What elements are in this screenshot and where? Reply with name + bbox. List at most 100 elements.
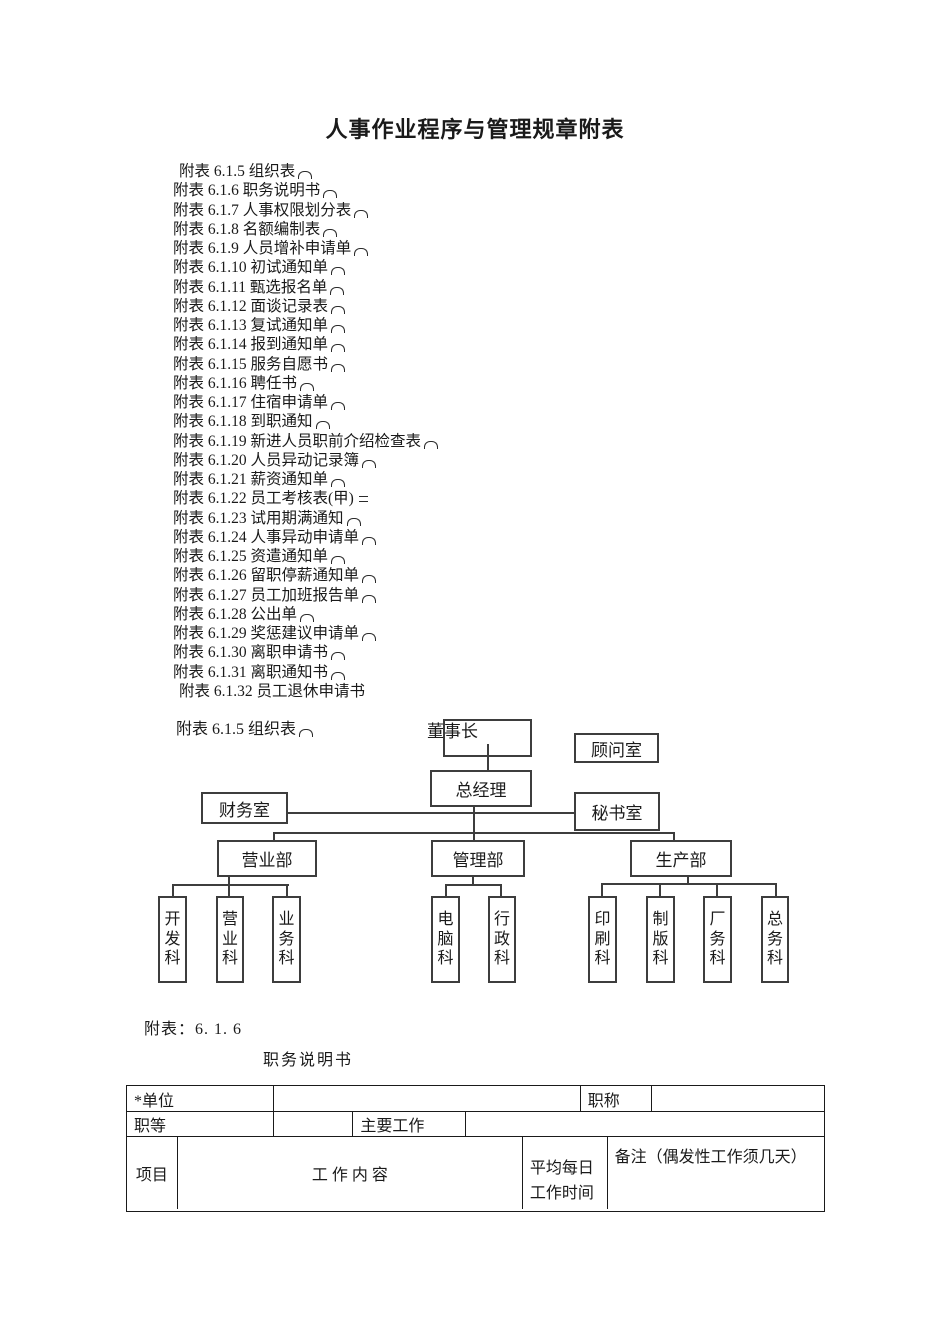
list-item: 附表 6.1.14 报到通知单 (173, 335, 438, 354)
paragraph-mark-icon (362, 536, 377, 545)
paragraph-mark-icon (362, 575, 377, 584)
paragraph-mark-icon (331, 402, 346, 410)
org-box-admin-section: 行政科 (488, 896, 516, 983)
connector-line (286, 884, 288, 896)
list-item: 附表 6.1.11 甄选报名单 (173, 278, 438, 297)
section-mark-icon (358, 496, 368, 503)
paragraph-mark-icon (362, 594, 377, 603)
list-item: 附表 6.1.29 奖惩建议申请单 (173, 624, 438, 643)
connector-line (445, 884, 502, 886)
connector-line (172, 884, 174, 896)
connector-line (288, 812, 574, 814)
org-box-general-affairs-section: 总务科 (761, 896, 789, 983)
cell-remark-header: 备注（偶发性工作须几天） (614, 1149, 807, 1166)
org-box-development-section: 开发科 (158, 896, 187, 983)
connector-line (659, 883, 661, 896)
appendix-list: 附表 6.1.5 组织表 附表 6.1.6 职务说明书 附表 6.1.7 人事权… (173, 162, 439, 701)
table-row: *单位 职称 (127, 1086, 824, 1112)
list-item: 附表 6.1.17 住宿申请单 (173, 393, 438, 412)
paragraph-mark-icon (331, 652, 346, 661)
list-item: 附表 6.1.30 离职申请书 (173, 643, 438, 662)
org-box-factory-section: 厂务科 (703, 896, 732, 983)
list-item: 附表 6.1.25 资遣通知单 (173, 547, 438, 566)
connector-line (473, 806, 475, 840)
connector-line (601, 883, 603, 896)
list-item: 附表 6.1.16 聘任书 (173, 374, 438, 393)
list-item: 附表 6.1.5 组织表 (173, 162, 438, 181)
paragraph-mark-icon (323, 228, 338, 237)
list-item: 附表 6.1.8 名额编制表 (173, 220, 438, 239)
connector-line (172, 884, 289, 886)
cell-job-title-value (652, 1086, 825, 1111)
org-box-secretary: 秘书室 (574, 792, 660, 831)
paragraph-mark-icon (362, 459, 377, 468)
list-item: 附表 6.1.21 薪资通知单 (173, 470, 438, 489)
connector-line (487, 744, 489, 771)
list-item: 附表 6.1.27 员工加班报告单 (173, 586, 438, 605)
list-item: 附表 6.1.18 到职通知 (173, 412, 438, 431)
paragraph-mark-icon (300, 613, 315, 622)
connector-line (673, 832, 675, 840)
list-item: 附表 6.1.26 留职停薪通知单 (173, 566, 438, 585)
list-item: 附表 6.1.24 人事异动申请单 (173, 528, 438, 547)
connector-line (273, 832, 675, 834)
list-item: 附表 6.1.23 试用期满通知 (173, 509, 438, 528)
org-box-finance: 财务室 (201, 792, 288, 824)
paragraph-mark-icon (315, 421, 330, 430)
org-box-advisory: 顾问室 (574, 733, 659, 763)
list-item: 附表 6.1.22 员工考核表(甲) (173, 489, 438, 508)
connector-line (472, 877, 474, 886)
list-item: 附表 6.1.10 初试通知单 (173, 258, 438, 277)
org-box-printing-section: 印刷科 (588, 896, 617, 983)
connector-line (716, 883, 718, 896)
paragraph-mark-icon (331, 363, 346, 372)
list-item: 附表 6.1.6 职务说明书 (173, 181, 438, 200)
connector-line (273, 832, 275, 840)
cell-grade-value (274, 1112, 354, 1136)
paragraph-mark-icon (299, 729, 314, 737)
connector-line (500, 884, 502, 896)
cell-work-content-header: 工 作 内 容 (178, 1137, 523, 1209)
org-box-management-dept: 管理部 (431, 840, 525, 877)
connector-line (601, 883, 777, 885)
list-item: 附表 6.1.28 公出单 (173, 605, 438, 624)
connector-line (228, 877, 230, 896)
list-item: 附表 6.1.31 离职通知书 (173, 663, 438, 682)
paragraph-mark-icon (354, 209, 369, 218)
list-item: 附表 6.1.12 面谈记录表 (173, 297, 438, 316)
cell-grade-label: 职等 (127, 1112, 274, 1136)
connector-line (775, 883, 777, 896)
org-node-chairman-label: 董事长 (427, 722, 478, 741)
list-item: 附表 6.1.9 人员增补申请单 (173, 239, 438, 258)
paragraph-mark-icon (331, 479, 346, 487)
paragraph-mark-icon (323, 190, 338, 199)
list-item: 附表 6.1.15 服务自愿书 (173, 355, 438, 374)
org-box-sales-dept: 营业部 (217, 840, 317, 877)
paragraph-mark-icon (331, 325, 346, 333)
connector-line (687, 877, 689, 885)
list-item: 附表 6.1.20 人员异动记录簿 (173, 451, 438, 470)
cell-main-work-label: 主要工作 (353, 1112, 467, 1136)
list-item: 附表 6.1.13 复试通知单 (173, 316, 438, 335)
table-row: 项目 工 作 内 容 平均每日 工作时间 备注（偶发性工作须几天） (127, 1137, 824, 1209)
org-box-general-manager: 总经理 (430, 770, 532, 807)
paragraph-mark-icon (300, 382, 315, 391)
org-chart-label: 附表 6.1.5 组织表 (176, 715, 314, 739)
paragraph-mark-icon (331, 305, 346, 314)
paragraph-mark-icon (331, 344, 346, 353)
cell-unit-value (274, 1086, 581, 1111)
list-item: 附表 6.1.7 人事权限划分表 (173, 201, 438, 220)
connector-line (445, 884, 447, 896)
cell-job-title-label: 职称 (581, 1086, 652, 1111)
paragraph-mark-icon (331, 267, 346, 276)
org-box-sales-section: 营业科 (216, 896, 244, 983)
paragraph-mark-icon (298, 171, 313, 179)
page-title: 人事作业程序与管理规章附表 (325, 117, 625, 142)
paragraph-mark-icon (331, 671, 346, 680)
paragraph-mark-icon (330, 286, 345, 295)
org-box-business-section: 业务科 (272, 896, 301, 983)
job-description-table: *单位 职称 职等 主要工作 项目 工 作 内 容 平均每日 工作时间 备注（偶… (126, 1085, 825, 1212)
paragraph-mark-icon (424, 440, 439, 449)
paragraph-mark-icon (346, 517, 361, 526)
